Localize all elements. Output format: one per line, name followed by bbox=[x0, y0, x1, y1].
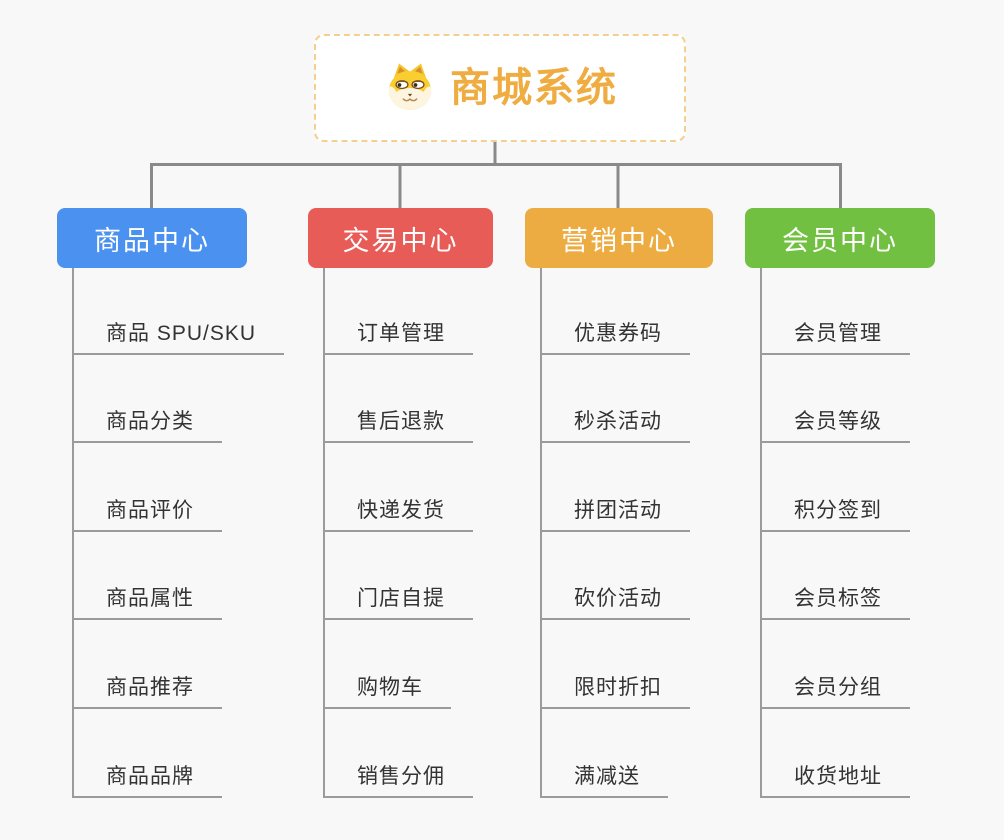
topic-item[interactable]: 拼团活动 bbox=[542, 443, 690, 532]
branch-header-marketing-center[interactable]: 营销中心 bbox=[525, 208, 713, 268]
shiba-dog-icon bbox=[382, 61, 438, 115]
branch-items-trade-center: 订单管理 售后退款 快递发货 门店自提 购物车 销售分佣 bbox=[323, 266, 473, 798]
topic-item[interactable]: 购物车 bbox=[325, 620, 451, 709]
topic-item[interactable]: 优惠券码 bbox=[542, 266, 690, 355]
branch-items-member-center: 会员管理 会员等级 积分签到 会员标签 会员分组 收货地址 bbox=[760, 266, 910, 798]
branch-label: 商品中心 bbox=[94, 225, 210, 256]
topic-item[interactable]: 快递发货 bbox=[325, 443, 473, 532]
topic-item[interactable]: 会员标签 bbox=[762, 532, 910, 621]
branch-label: 会员中心 bbox=[782, 225, 898, 256]
topic-item[interactable]: 商品评价 bbox=[74, 443, 222, 532]
topic-item[interactable]: 门店自提 bbox=[325, 532, 473, 621]
topic-item[interactable]: 收货地址 bbox=[762, 709, 910, 798]
topic-item[interactable]: 商品分类 bbox=[74, 355, 222, 444]
topic-item[interactable]: 会员等级 bbox=[762, 355, 910, 444]
topic-item[interactable]: 会员分组 bbox=[762, 620, 910, 709]
topic-item[interactable]: 积分签到 bbox=[762, 443, 910, 532]
topic-item[interactable]: 砍价活动 bbox=[542, 532, 690, 621]
branch-label: 交易中心 bbox=[342, 225, 459, 256]
topic-item[interactable]: 售后退款 bbox=[325, 355, 473, 444]
topic-item[interactable]: 秒杀活动 bbox=[542, 355, 690, 444]
branch-header-product-center[interactable]: 商品中心 bbox=[57, 208, 247, 268]
topic-item[interactable]: 商品 SPU/SKU bbox=[74, 266, 285, 355]
root-topic[interactable]: 商城系统 bbox=[314, 34, 686, 142]
topic-item[interactable]: 会员管理 bbox=[762, 266, 910, 355]
topic-item[interactable]: 销售分佣 bbox=[325, 709, 473, 798]
branch-items-marketing-center: 优惠券码 秒杀活动 拼团活动 砍价活动 限时折扣 满减送 bbox=[540, 266, 690, 798]
branch-header-trade-center[interactable]: 交易中心 bbox=[308, 208, 493, 268]
topic-item[interactable]: 订单管理 bbox=[325, 266, 473, 355]
topic-item[interactable]: 商品推荐 bbox=[74, 620, 222, 709]
branch-items-product-center: 商品 SPU/SKU 商品分类 商品评价 商品属性 商品推荐 商品品牌 bbox=[72, 266, 285, 798]
branch-header-member-center[interactable]: 会员中心 bbox=[745, 208, 935, 268]
topic-item[interactable]: 商品品牌 bbox=[74, 709, 222, 798]
root-topic-title: 商城系统 bbox=[450, 66, 618, 110]
branch-label: 营销中心 bbox=[561, 225, 677, 256]
topic-item[interactable]: 商品属性 bbox=[74, 532, 222, 621]
topic-item[interactable]: 限时折扣 bbox=[542, 620, 690, 709]
topic-item[interactable]: 满减送 bbox=[542, 709, 668, 798]
